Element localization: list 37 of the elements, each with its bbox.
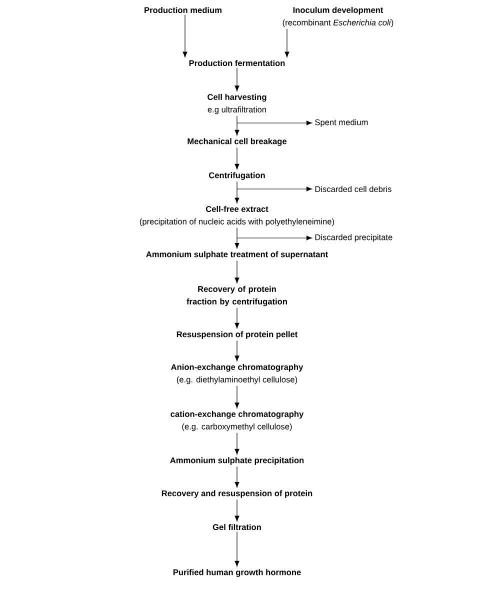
arrow	[234, 340, 240, 362]
arrow	[234, 466, 240, 488]
output-label: Discarded precipitate	[315, 234, 392, 242]
arrow	[236, 236, 312, 240]
process-step: Anion-exchange chromatography (e.g. diethylaminoethyl cellulose)	[171, 364, 304, 384]
process-step: Cell harvesting e.g ultrafiltration	[208, 94, 266, 114]
arrow	[234, 308, 240, 329]
arrow	[234, 181, 240, 204]
arrow	[234, 228, 240, 249]
arrow	[234, 499, 240, 522]
output-label: Spent medium	[315, 119, 368, 127]
process-step: Ammonium sulphate precipitation	[170, 457, 304, 465]
process-step: Inoculum development (recombinant Escherichia coli)	[282, 6, 394, 28]
process-step: Recovery and resuspension of protein	[162, 490, 312, 498]
arrow	[234, 386, 240, 408]
process-step: cation-exchange chromatography (e.g. carboxymethyl cellulose)	[170, 410, 304, 432]
process-step: Production medium	[144, 6, 222, 14]
arrow	[284, 28, 290, 58]
process-step: Gel filtration	[212, 524, 261, 530]
process-step: Mechanical cell breakage	[188, 138, 287, 146]
arrow	[234, 531, 240, 566]
arrow	[234, 67, 240, 92]
process-step: Centrifugation	[209, 172, 265, 180]
arrow	[236, 120, 312, 126]
arrow	[234, 116, 240, 136]
process-step: Cell-free extract (precipitation of nucleic acids with polyethyleneimine)	[140, 206, 334, 226]
process-step: Purified human growth hormone	[173, 569, 301, 577]
arrow	[234, 432, 240, 455]
process-step: Ammonium sulphate treatment of supernatant	[146, 251, 328, 259]
arrow	[236, 186, 312, 192]
arrow	[234, 260, 240, 284]
process-step: Production fermentation	[189, 60, 285, 66]
process-step: Resuspension of protein pellet	[176, 331, 298, 339]
arrow	[234, 147, 240, 170]
process-step: Recovery of protein fraction by centrifugation	[186, 286, 287, 306]
output-label: Discarded cell debris	[315, 186, 392, 192]
arrow	[182, 14, 188, 58]
